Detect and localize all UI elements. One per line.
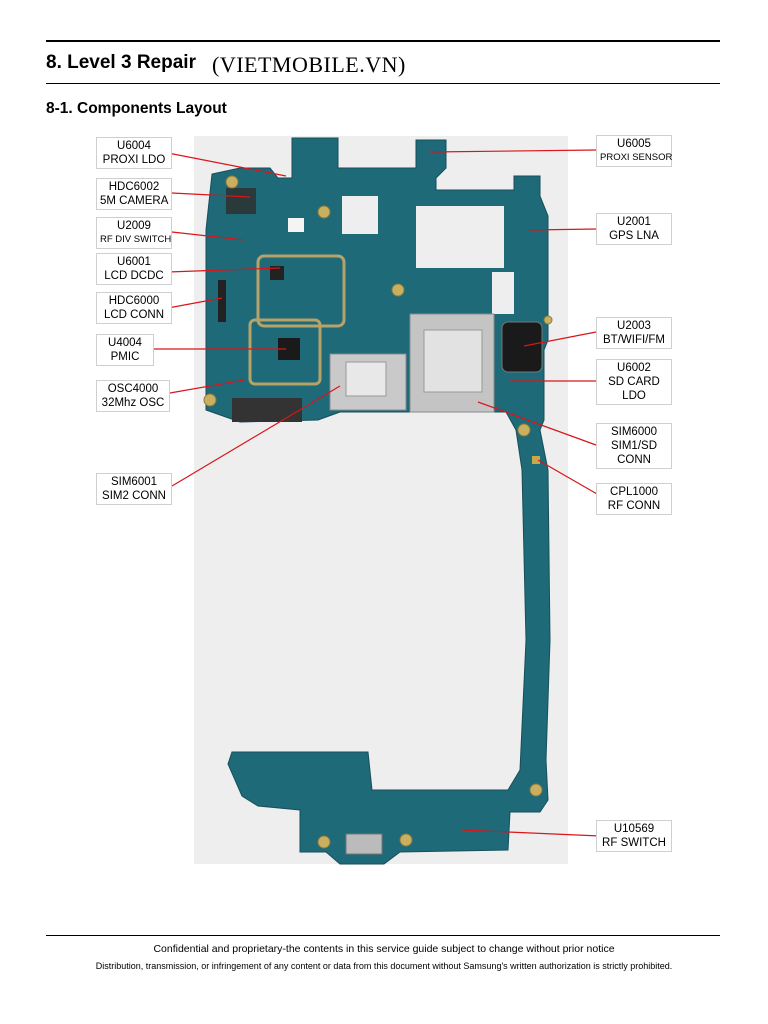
board-cutout-window <box>416 206 504 268</box>
label-desc: LCD CONN <box>103 309 165 321</box>
label-osc4000: OSC4000 32Mhz OSC <box>96 380 170 412</box>
label-desc: PROXI LDO <box>102 154 166 166</box>
header-bottom-rule <box>46 83 720 84</box>
label-desc: PROXI SENSOR <box>600 152 673 163</box>
label-code: OSC4000 <box>107 383 159 395</box>
section-title: 8. Level 3 Repair <box>46 52 196 73</box>
footer-notice: Confidential and proprietary-the content… <box>153 943 615 955</box>
label-desc: CONN <box>617 454 651 466</box>
component-flash <box>288 218 304 232</box>
label-code: CPL1000 <box>610 486 658 498</box>
label-code: U6005 <box>617 138 651 150</box>
shield-frame-pmic <box>248 318 322 386</box>
subsection-title: 8-1. Components Layout <box>46 100 227 117</box>
label-code: U6001 <box>117 256 151 268</box>
label-desc: SIM2 CONN <box>102 490 166 502</box>
label-desc: BT/WIFI/FM <box>603 334 665 346</box>
label-u2009: U2009 RF DIV SWITCH <box>96 217 172 249</box>
label-desc: 32Mhz OSC <box>101 397 165 409</box>
label-u2003: U2003 BT/WIFI/FM <box>596 317 672 349</box>
shield-frame-dcdc <box>256 254 346 328</box>
footer-rule <box>46 935 720 936</box>
mounting-holes <box>203 175 553 849</box>
label-desc: 5M CAMERA <box>100 195 169 207</box>
label-desc: LCD DCDC <box>104 270 164 282</box>
label-desc: RF DIV SWITCH <box>100 234 172 245</box>
component-hdc6002 <box>226 188 256 214</box>
label-sim6000: SIM6000 SIM1/SD CONN <box>596 423 672 469</box>
sim2-contacts <box>345 361 387 397</box>
component-hdc6000 <box>218 280 226 322</box>
board-cutout-camera <box>342 196 378 234</box>
label-code: SIM6000 <box>610 426 658 438</box>
label-code: U6004 <box>117 140 151 152</box>
label-code: HDC6002 <box>108 181 160 193</box>
label-cpl1000: CPL1000 RF CONN <box>596 483 672 515</box>
component-u2003 <box>501 321 543 373</box>
label-desc: LDO <box>622 390 646 402</box>
component-u6001 <box>270 266 284 280</box>
label-sim6001: SIM6001 SIM2 CONN <box>96 473 172 505</box>
label-hdc6002: HDC6002 5M CAMERA <box>96 178 172 210</box>
label-u6005: U6005 PROXI SENSOR <box>596 135 672 167</box>
label-desc: RF CONN <box>607 500 661 512</box>
label-u6002: U6002 SD CARD LDO <box>596 359 672 405</box>
label-u4004: U4004 PMIC <box>96 334 154 366</box>
label-code: U2003 <box>617 320 651 332</box>
label-code: SIM6001 <box>110 476 158 488</box>
battery-connector <box>232 398 302 422</box>
label-desc: RF SWITCH <box>602 837 666 849</box>
label-code: U10569 <box>613 823 655 835</box>
board-cutout-slot <box>492 272 514 314</box>
sim1-sd-contacts <box>423 329 483 393</box>
component-u4004 <box>278 338 300 360</box>
site-watermark: (VIETMOBILE.VN) <box>212 52 406 77</box>
label-code: HDC6000 <box>108 295 160 307</box>
label-desc: GPS LNA <box>609 230 659 242</box>
callout-lines <box>152 149 605 837</box>
label-u6004: U6004 PROXI LDO <box>96 137 172 169</box>
header-top-rule <box>46 40 720 42</box>
usb-port <box>345 833 383 855</box>
label-code: U4004 <box>108 337 142 349</box>
label-u2001: U2001 GPS LNA <box>596 213 672 245</box>
component-cpl1000 <box>532 456 540 464</box>
label-u10569: U10569 RF SWITCH <box>596 820 672 852</box>
label-desc: SD CARD <box>608 376 660 388</box>
label-hdc6000: HDC6000 LCD CONN <box>96 292 172 324</box>
label-desc: PMIC <box>110 351 140 363</box>
label-code: U6002 <box>617 362 651 374</box>
label-u6001: U6001 LCD DCDC <box>96 253 172 285</box>
footer-copyright: Distribution, transmission, or infringem… <box>95 961 673 971</box>
label-desc: SIM1/SD <box>610 440 657 452</box>
label-code: U2009 <box>117 220 151 232</box>
label-code: U2001 <box>617 216 651 228</box>
